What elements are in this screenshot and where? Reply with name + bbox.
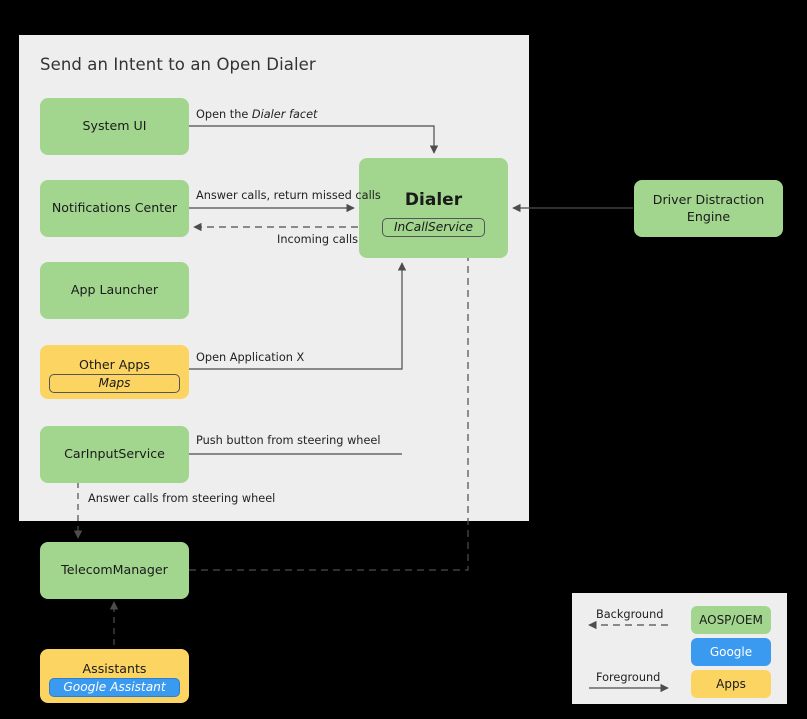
node-system-ui[interactable]: System UI: [40, 98, 189, 155]
edge-label-answer-calls: Answer calls, return missed calls: [196, 189, 381, 202]
edge-label-push-button-steering-wheel: Push button from steering wheel: [196, 434, 381, 447]
node-assistants-label: Assistants: [82, 660, 147, 676]
node-driver-distraction-engine-label: Driver Distraction Engine: [652, 192, 765, 224]
legend-swatch-aosp-oem-label: AOSP/OEM: [699, 613, 763, 627]
node-system-ui-label: System UI: [82, 118, 147, 134]
legend-swatch-apps-label: Apps: [716, 677, 746, 691]
node-dialer[interactable]: Dialer InCallService: [359, 158, 508, 258]
legend-background-label: Background: [596, 608, 664, 621]
node-other-apps-label: Other Apps: [79, 356, 150, 372]
edge-label-open-dialer-facet: Open the Dialer facet: [196, 108, 317, 122]
node-assistants[interactable]: Assistants Google Assistant: [40, 649, 189, 703]
chip-google-assistant[interactable]: Google Assistant: [49, 678, 180, 697]
node-app-launcher-label: App Launcher: [70, 282, 159, 298]
legend-swatch-aosp-oem: AOSP/OEM: [691, 606, 771, 634]
legend-swatch-google-label: Google: [709, 645, 753, 659]
node-notifications-center-label: Notifications Center: [51, 200, 178, 216]
node-dialer-label: Dialer: [404, 189, 463, 210]
node-driver-distraction-engine[interactable]: Driver Distraction Engine: [634, 180, 783, 237]
node-notifications-center[interactable]: Notifications Center: [40, 180, 189, 237]
edge-label-open-dialer-facet-emphasis: Dialer facet: [251, 108, 318, 121]
node-telecom-manager[interactable]: TelecomManager: [40, 542, 189, 599]
node-app-launcher[interactable]: App Launcher: [40, 262, 189, 319]
edge-label-open-application-x: Open Application X: [196, 351, 305, 364]
node-car-input-service-label: CarInputService: [64, 446, 165, 462]
page-title: Send an Intent to an Open Dialer: [40, 55, 316, 74]
edge-label-open-dialer-facet-prefix: Open the: [196, 108, 252, 121]
node-other-apps[interactable]: Other Apps Maps: [40, 345, 189, 399]
edge-label-incoming-calls: Incoming calls: [277, 233, 358, 246]
chip-incallservice[interactable]: InCallService: [382, 218, 485, 237]
node-telecom-manager-label: TelecomManager: [61, 562, 168, 578]
chip-maps[interactable]: Maps: [49, 374, 180, 393]
legend-swatch-google: Google: [691, 638, 771, 666]
legend-swatch-apps: Apps: [691, 670, 771, 698]
legend-foreground-label: Foreground: [596, 671, 661, 684]
edge-label-answer-calls-steering-wheel: Answer calls from steering wheel: [88, 492, 276, 505]
node-car-input-service[interactable]: CarInputService: [40, 426, 189, 483]
